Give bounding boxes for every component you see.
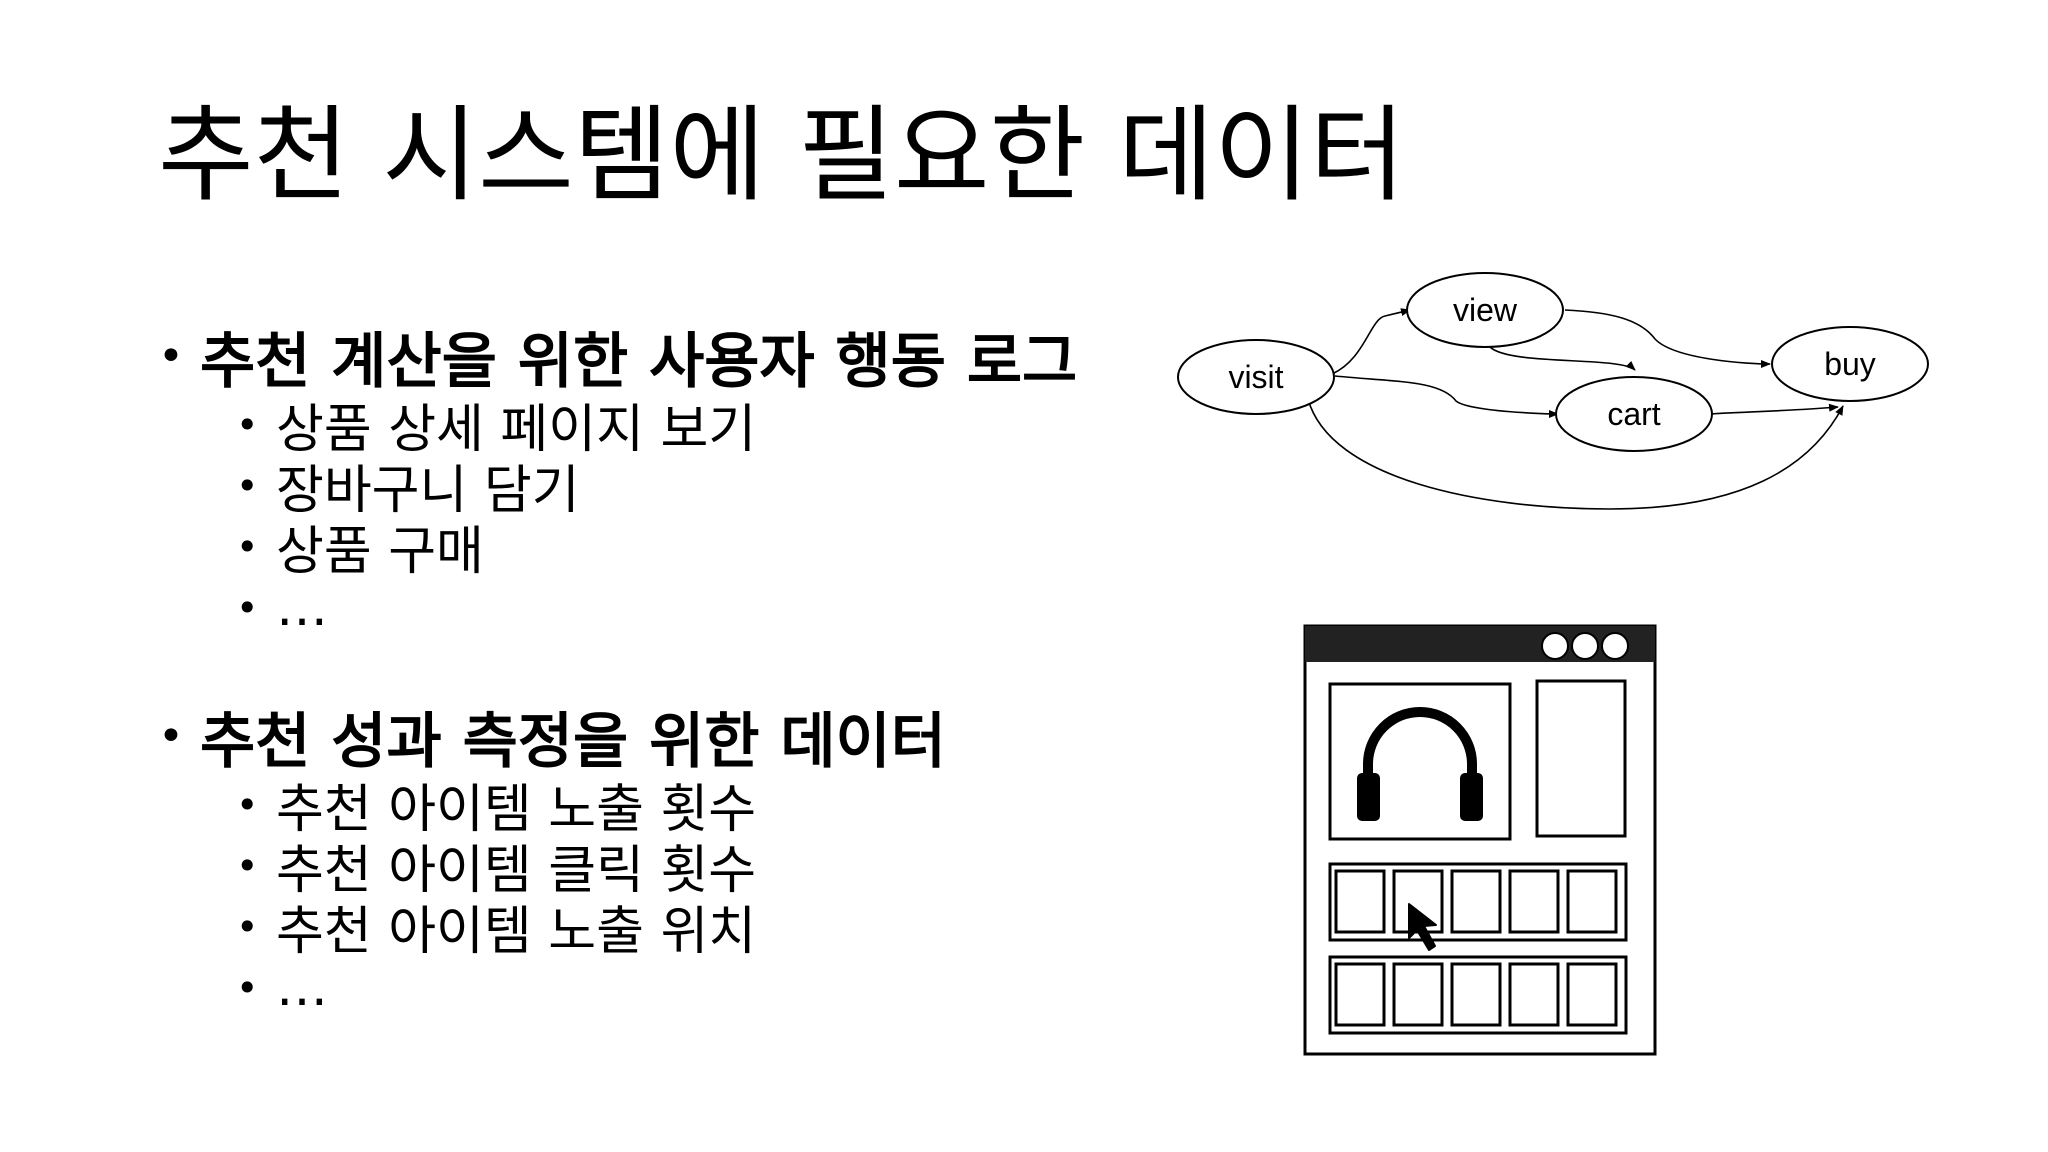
- list-item-text: …: [276, 957, 328, 1018]
- node-view: view: [1406, 272, 1564, 348]
- list-item-text: 상품 구매: [276, 522, 484, 582]
- list-item-text: 추천 아이템 클릭 횟수: [276, 841, 757, 901]
- list-item-text: 상품 상세 페이지 보기: [276, 400, 757, 460]
- bullet-icon: •: [158, 710, 184, 762]
- bullet-icon: •: [236, 463, 259, 508]
- headphones-icon: [1357, 707, 1483, 821]
- browser-window-icon: [1303, 624, 1657, 1056]
- sub-list: • 상품 상세 페이지 보기 • 장바구니 담기 • 상품 구매 • …: [158, 394, 1077, 638]
- list-item-text: 추천 아이템 노출 횟수: [276, 780, 757, 840]
- list-item: • …: [236, 957, 946, 1018]
- list-item-text: 추천 아이템 노출 위치: [276, 902, 757, 962]
- node-cart-label: cart: [1607, 396, 1660, 432]
- list-item: • 상품 구매: [236, 516, 1077, 582]
- mouse-cursor-icon: [1408, 903, 1437, 951]
- edge-view-buy: [1564, 309, 1771, 368]
- list-item: • …: [236, 577, 1077, 638]
- node-cart: cart: [1555, 376, 1713, 452]
- bullet-icon: •: [236, 402, 259, 447]
- section-heading: • 추천 성과 측정을 위한 데이터: [158, 698, 946, 777]
- edge-visit-view: [1331, 308, 1411, 375]
- section-performance-data: • 추천 성과 측정을 위한 데이터 • 추천 아이템 노출 횟수 • 추천 아…: [158, 698, 946, 1018]
- list-item: • 추천 아이템 노출 횟수: [236, 774, 946, 840]
- list-item: • 추천 아이템 클릭 횟수: [236, 835, 946, 901]
- list-item-text: 장바구니 담기: [276, 461, 580, 521]
- bullet-icon: •: [236, 965, 259, 1010]
- node-visit: visit: [1177, 339, 1335, 415]
- bullet-icon: •: [158, 330, 184, 382]
- bullet-icon: •: [236, 843, 259, 888]
- user-flow-diagram: visit view cart buy: [1177, 272, 1929, 510]
- bullet-icon: •: [236, 524, 259, 569]
- list-item: • 상품 상세 페이지 보기: [236, 394, 1077, 460]
- node-buy: buy: [1771, 326, 1929, 402]
- section-heading-text: 추천 성과 측정을 위한 데이터: [200, 706, 946, 777]
- bullet-icon: •: [236, 585, 259, 630]
- node-view-label: view: [1453, 292, 1518, 328]
- list-item: • 추천 아이템 노출 위치: [236, 896, 946, 962]
- edge-visit-cart: [1334, 375, 1559, 418]
- list-item: • 장바구니 담기: [236, 455, 1077, 521]
- list-item-text: …: [276, 577, 328, 638]
- edge-visit-buy: [1307, 398, 1844, 510]
- bullet-icon: •: [236, 904, 259, 949]
- sub-list: • 추천 아이템 노출 횟수 • 추천 아이템 클릭 횟수 • 추천 아이템 노…: [158, 774, 946, 1018]
- node-visit-label: visit: [1228, 359, 1283, 395]
- section-heading: • 추천 계산을 위한 사용자 행동 로그: [158, 318, 1077, 397]
- edge-cart-buy: [1709, 403, 1839, 415]
- section-heading-text: 추천 계산을 위한 사용자 행동 로그: [200, 326, 1078, 397]
- bullet-icon: •: [236, 782, 259, 827]
- slide-title: 추천 시스템에 필요한 데이터: [158, 94, 1406, 216]
- edge-view-cart: [1489, 346, 1636, 371]
- node-buy-label: buy: [1824, 346, 1876, 382]
- section-behavior-logs: • 추천 계산을 위한 사용자 행동 로그 • 상품 상세 페이지 보기 • 장…: [158, 318, 1077, 638]
